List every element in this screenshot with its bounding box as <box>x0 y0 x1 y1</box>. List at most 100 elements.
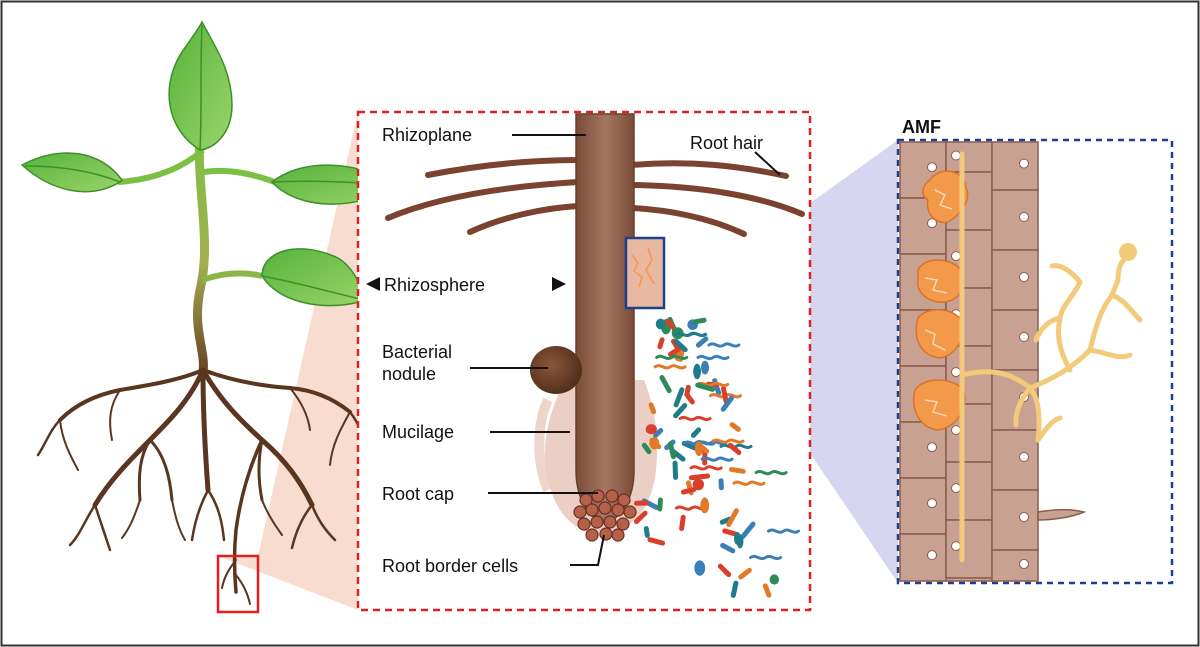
cell-nucleus <box>951 541 961 552</box>
microbe <box>678 415 712 422</box>
cell-nucleus <box>927 550 937 561</box>
cell-nucleus <box>927 498 937 509</box>
plant-cell <box>991 489 1039 551</box>
microbe <box>727 442 742 455</box>
microbe <box>720 542 736 554</box>
microbe <box>762 583 772 598</box>
cell-nucleus <box>927 162 937 173</box>
microbe <box>738 567 752 580</box>
microbe <box>734 532 741 545</box>
plant-cell <box>991 249 1039 311</box>
microbe <box>769 574 779 585</box>
cell-nucleus <box>927 442 937 453</box>
microbe <box>718 478 724 491</box>
label-amf: AMF <box>902 117 941 137</box>
microbe <box>688 473 711 481</box>
cell-nucleus <box>1019 158 1029 169</box>
microbe <box>673 339 688 353</box>
label-bacterial: Bacterial <box>382 342 452 362</box>
microbe <box>664 318 676 330</box>
microbe <box>647 537 666 546</box>
microbe <box>673 402 688 419</box>
microbe <box>634 500 649 506</box>
microbe <box>694 441 704 456</box>
microbe <box>701 360 709 375</box>
cell-nucleus <box>951 251 961 262</box>
microbe <box>673 387 685 408</box>
microbe <box>707 342 741 348</box>
microbe <box>720 385 729 404</box>
amf-selection-box <box>624 236 666 310</box>
plant-cell <box>991 189 1039 251</box>
cell-nucleus <box>951 150 961 161</box>
cell-nucleus <box>927 218 937 229</box>
microbe <box>673 331 707 337</box>
plant-stem <box>193 125 210 377</box>
microbe <box>689 465 723 471</box>
cell-nucleus <box>1019 332 1029 342</box>
plant-cell <box>945 577 993 582</box>
microbe <box>728 466 746 474</box>
microbe <box>730 580 739 598</box>
microbe <box>680 486 697 495</box>
microbe <box>641 442 652 455</box>
arbuscules <box>913 170 969 431</box>
root-detail <box>366 113 805 598</box>
cell-nucleus <box>951 483 961 494</box>
label-root-hair: Root hair <box>690 133 763 153</box>
rhizosphere-arrow <box>366 277 566 291</box>
microbe <box>695 382 716 392</box>
microbe <box>643 526 650 538</box>
microbe <box>653 427 664 438</box>
microbe <box>767 528 800 534</box>
microbe <box>657 497 663 512</box>
microbe <box>667 346 682 357</box>
leader-lines <box>470 134 781 566</box>
microbe <box>720 395 734 412</box>
microbe <box>657 337 665 350</box>
microbe <box>655 354 689 361</box>
label-nodule: nodule <box>382 364 436 384</box>
microbe <box>740 521 756 539</box>
microbe <box>696 381 730 388</box>
plant-cell <box>991 549 1039 582</box>
microbe <box>695 336 709 348</box>
microbe <box>700 497 710 514</box>
root-hairs <box>385 157 805 237</box>
cell-nucleus <box>951 425 961 436</box>
microbe <box>633 510 648 525</box>
root-cell-tissue <box>899 141 1087 582</box>
cell-nucleus <box>1019 558 1029 569</box>
plant-cell <box>991 309 1039 371</box>
microbe <box>696 354 730 361</box>
plant-roots <box>36 367 372 605</box>
leaf-left <box>20 152 123 193</box>
label-root-cap: Root cap <box>382 484 454 504</box>
microbe <box>692 317 707 325</box>
microbe <box>719 516 733 525</box>
plant-cell <box>991 429 1039 491</box>
microbe <box>722 528 739 537</box>
microbe <box>653 364 687 370</box>
plant-cell <box>991 141 1039 191</box>
microbe <box>648 402 657 415</box>
microbe <box>729 422 741 432</box>
microbe <box>645 424 657 435</box>
microbe <box>754 469 788 476</box>
label-root-border-cells: Root border cells <box>382 556 518 576</box>
bacterial-nodule-shape <box>530 346 582 394</box>
root-tip-selection-box <box>216 554 260 614</box>
plant-cell <box>899 477 947 535</box>
microbe <box>679 514 686 532</box>
cell-nucleus <box>951 367 961 378</box>
cell-nucleus <box>1019 452 1029 462</box>
cell-nucleus <box>1019 272 1029 282</box>
plant-cells <box>899 141 1039 582</box>
label-mucilage: Mucilage <box>382 422 454 442</box>
microbe <box>700 456 734 462</box>
microbe <box>659 375 672 394</box>
microbe <box>667 441 676 460</box>
fungal-hyphae <box>959 151 1143 563</box>
microbe <box>655 318 666 330</box>
